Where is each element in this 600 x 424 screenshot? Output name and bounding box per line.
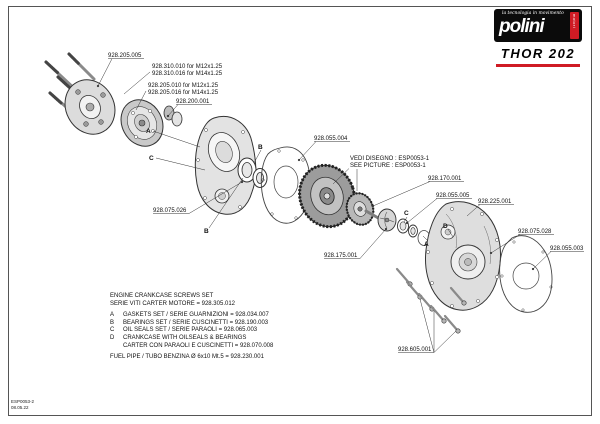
legend: ENGINE CRANKCASE SCREWS SET SERIE VITI C… <box>110 293 273 362</box>
logo-motori-label: motori <box>572 14 577 29</box>
callout-928-055-005: 928.055.005 <box>436 193 470 199</box>
callout-928-055-003: 928.055.003 <box>550 246 584 252</box>
legend-header-line: SERIE VITI CARTER MOTORE = 928.305.012 <box>110 301 273 309</box>
legend-item-d-cont: CARTER CON PARAOLI E CUSCINETTI = 928.07… <box>110 343 273 351</box>
callout-928-075-026: 928.075.026 <box>153 208 187 214</box>
logo-tagline: la tecnologia in movimento <box>502 11 564 16</box>
legend-text: BEARINGS SET / SERIE CUSCINETTI = 928.19… <box>123 319 269 326</box>
legend-fuel-line: FUEL PIPE / TUBO BENZINA Ø 6x10 Mt.5 = 9… <box>110 354 273 362</box>
callout-928-605-001: 928.605.001 <box>398 347 432 353</box>
legend-text: ENGINE CRANKCASE SCREWS SET <box>110 293 214 299</box>
legend-text: CRANKCASE WITH OILSEALS & BEARINGS <box>123 334 247 341</box>
doc-date: 08.05.22 <box>11 404 29 410</box>
marker-d-right: D <box>443 223 448 230</box>
right-gasket <box>499 235 553 313</box>
callout-928-225-001: 928.225.001 <box>478 199 512 205</box>
marker-a-right: A <box>424 241 429 248</box>
legend-text: GASKETS SET / SERIE GUARNIZIONI = 928.03… <box>123 312 269 319</box>
callout-928-310-016: 928.310.016 for M14x1.25 <box>152 71 223 77</box>
model-title: THOR 202 <box>494 45 582 67</box>
logo-red-stripe: motori <box>570 12 579 39</box>
right-crankcase-half <box>425 201 501 311</box>
legend-item-d: D CRANKCASE WITH OILSEALS & BEARINGS <box>110 335 273 343</box>
doc-code: ESP0053-2 <box>11 399 35 404</box>
legend-item-c: C OIL SEALS SET / SERIE PARAOLI = 928.06… <box>110 327 273 335</box>
primary-gear <box>298 163 356 229</box>
marker-b-lower: B <box>204 228 209 235</box>
legend-key: A <box>110 312 115 319</box>
spacer-bushing <box>163 105 183 127</box>
callout-928-170-001: 928.170.001 <box>428 176 462 182</box>
legend-text: CARTER CON PARAOLI E CUSCINETTI = 928.07… <box>123 342 274 349</box>
legend-text: SERIE VITI CARTER MOTORE = 928.305.012 <box>110 300 235 307</box>
marker-c-left: C <box>149 155 154 162</box>
legend-item-a: A GASKETS SET / SERIE GUARNIZIONI = 928.… <box>110 312 273 320</box>
model-underline <box>496 64 580 67</box>
callout-see-note-en: SEE PICTURE : ESP0053-1 <box>350 163 426 169</box>
marker-c-right: C <box>404 210 409 217</box>
model-label: THOR 202 <box>500 46 576 61</box>
callout-928-175-001: 928.175.001 <box>324 253 358 259</box>
pump-gear <box>345 192 375 226</box>
left-crankcase-half <box>194 116 257 215</box>
callout-928-200-001: 928.200.001 <box>176 99 210 105</box>
callout-928-205-010: 928.205.010 for M12x1.25 <box>148 83 219 89</box>
marker-b-mid: B <box>258 144 263 151</box>
legend-text: FUEL PIPE / TUBO BENZINA Ø 6x10 Mt.5 = 9… <box>110 354 264 361</box>
logo-wordmark: polini <box>499 16 545 37</box>
legend-key: C <box>110 327 115 334</box>
polini-logo: la tecnologia in movimento polini motori <box>494 9 582 42</box>
legend-header-line: ENGINE CRANKCASE SCREWS SET <box>110 293 273 301</box>
callout-928-075-028: 928.075.028 <box>518 229 552 235</box>
doc-info: ESP0053-2 08.05.22 <box>11 399 34 410</box>
callout-928-205-016: 928.205.016 for M14x1.25 <box>148 90 219 96</box>
hub-flange <box>64 79 116 135</box>
legend-key <box>110 343 123 351</box>
callout-928-205-005: 928.205.005 <box>108 53 142 59</box>
pulley-disc <box>120 99 164 147</box>
legend-key: B <box>110 319 115 326</box>
legend-item-b: B BEARINGS SET / SERIE CUSCINETTI = 928.… <box>110 320 273 328</box>
pump-shaft <box>364 209 382 221</box>
callout-928-055-004: 928.055.004 <box>314 136 348 142</box>
marker-a-left: A <box>146 128 151 135</box>
legend-text: OIL SEALS SET / SERIE PARAOLI = 928.065.… <box>123 327 258 334</box>
left-gasket <box>260 146 312 224</box>
page-frame <box>8 6 592 416</box>
callout-928-310-010: 928.310.010 for M12x1.25 <box>152 64 223 70</box>
leader-lines <box>96 58 584 353</box>
impeller <box>377 208 397 232</box>
callout-see-note-it: VEDI DISEGNO : ESP0053-1 <box>350 156 430 162</box>
legend-key: D <box>110 334 115 341</box>
oil-seal-rings <box>397 218 418 238</box>
